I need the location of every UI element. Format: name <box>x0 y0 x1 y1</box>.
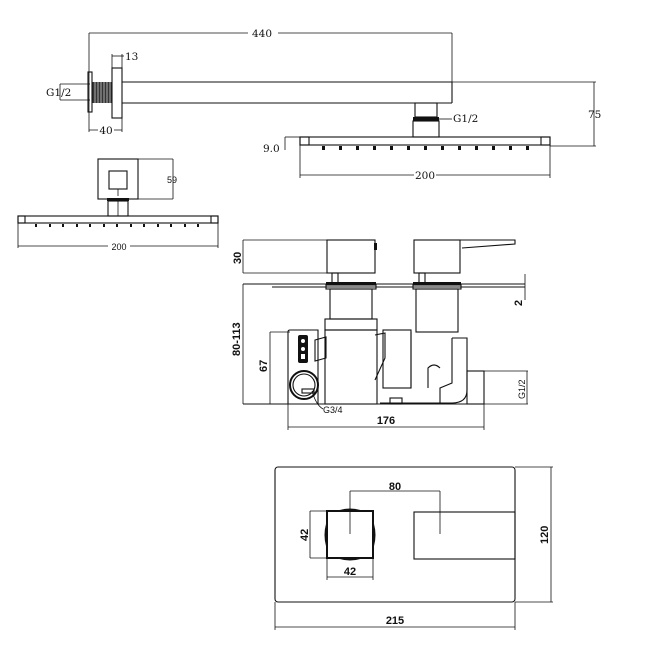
inlet-thread-label-valve: G3/4 <box>323 405 343 415</box>
shower-arm-view: 440 13 G1/2 40 <box>46 27 601 182</box>
knob-height-label: 42 <box>299 529 311 541</box>
handle-height-label: 30 <box>232 252 244 264</box>
plate-height-label: 120 <box>539 526 551 544</box>
valve-side-view: 30 2 80-113 <box>231 239 528 430</box>
connector-thread-label: G1/2 <box>453 113 478 125</box>
flange-thickness-label: 13 <box>125 51 138 63</box>
valve-front-view: 80 42 42 120 215 <box>274 466 553 630</box>
head-thickness-label: 9.0 <box>263 143 280 155</box>
outlet-thread-label: G1/2 <box>517 379 527 399</box>
shower-head-side-view: 59 200 <box>17 158 219 252</box>
handle-spacing-label: 80 <box>389 481 401 493</box>
connector-height-label: 59 <box>167 175 177 185</box>
inlet-thread-label: G1/2 <box>46 87 71 99</box>
arm-length-label: 440 <box>252 28 272 40</box>
body-length-label: 176 <box>377 415 395 427</box>
install-depth-label: 80-113 <box>231 322 243 356</box>
plate-thickness-label: 2 <box>513 300 525 306</box>
side-head-width-label: 200 <box>111 242 126 252</box>
body-depth-label: 67 <box>258 360 270 372</box>
head-width-label: 200 <box>415 170 435 182</box>
flange-depth-label: 40 <box>99 125 112 137</box>
knob-width-label: 42 <box>344 566 356 578</box>
plate-width-label: 215 <box>386 615 404 627</box>
drop-height-label: 75 <box>588 109 601 121</box>
